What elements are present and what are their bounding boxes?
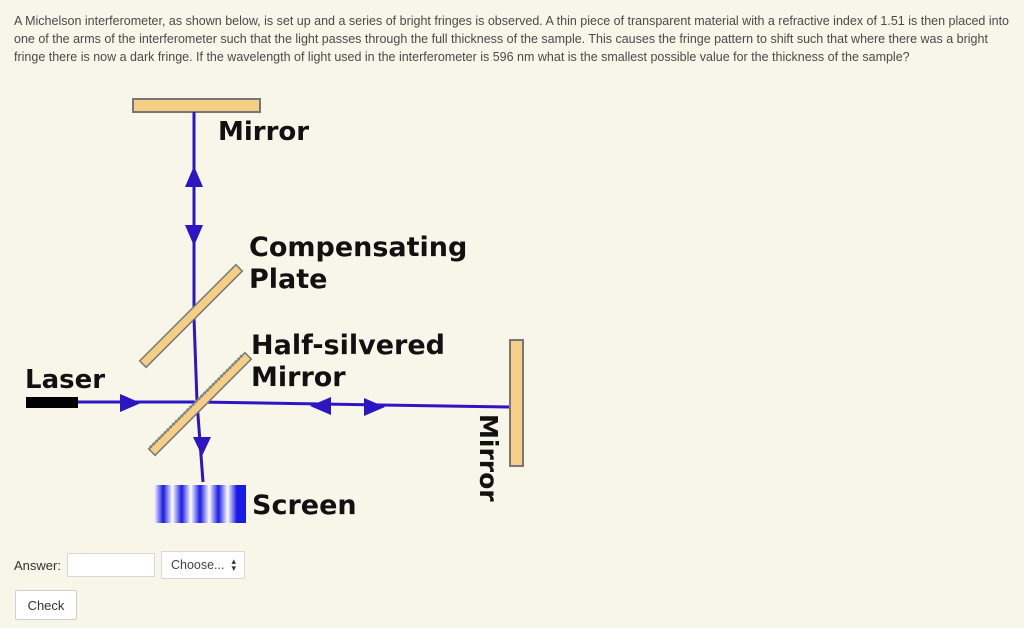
arrow-right-icon [120, 394, 141, 412]
arrow-down-icon [193, 437, 211, 456]
screen-label: Screen [252, 490, 357, 521]
select-chevron-icon: ▴▾ [231, 556, 236, 573]
half-silvered-mirror [147, 351, 253, 457]
compensating-plate-label-line1: Compensating [249, 232, 467, 263]
top-mirror [132, 98, 261, 113]
laser-label: Laser [25, 365, 105, 395]
arrow-up-icon [185, 166, 203, 187]
beam-arrows [120, 166, 385, 456]
top-mirror-label: Mirror [218, 117, 309, 147]
unit-select[interactable]: Choose... ▴▾ [160, 551, 245, 579]
check-button[interactable]: Check [15, 590, 77, 620]
light-beams [78, 112, 511, 483]
arrow-down-icon [185, 225, 203, 246]
compensating-plate [138, 263, 244, 369]
right-mirror [509, 339, 524, 467]
arrow-right-icon [364, 398, 385, 416]
unit-select-value: Choose... [170, 558, 225, 572]
half-silvered-label-line1: Half-silvered [251, 330, 445, 361]
answer-label: Answer: [14, 557, 61, 573]
half-silvered-label-line2: Mirror [251, 362, 346, 393]
laser-source [26, 397, 78, 408]
arrow-left-icon [310, 397, 331, 415]
screen-fringes [154, 485, 246, 523]
question-text: A Michelson interferometer, as shown bel… [14, 14, 1009, 64]
answer-input[interactable] [66, 553, 155, 577]
answer-row: Answer: Choose... ▴▾ [14, 551, 245, 579]
right-mirror-label: Mirror [474, 414, 503, 502]
compensating-plate-label-line2: Plate [249, 264, 327, 295]
